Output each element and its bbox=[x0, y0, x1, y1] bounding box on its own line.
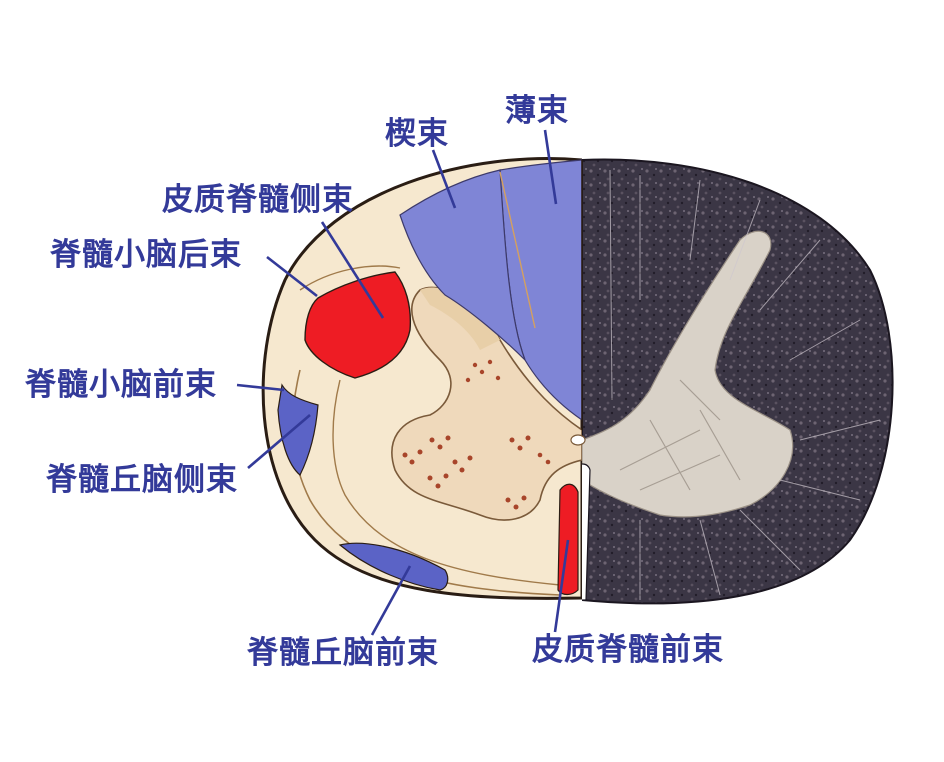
anterior-spinothalamic-tract bbox=[338, 542, 449, 591]
leader-lateral-spinothalamic bbox=[247, 414, 311, 469]
dorsal-horn bbox=[420, 287, 500, 350]
stained-radial-fibers bbox=[609, 169, 881, 600]
lateral-funiculus-boundary-outer bbox=[332, 379, 561, 586]
leader-anterior-spinothalamic bbox=[370, 565, 412, 636]
leader-lines bbox=[236, 129, 570, 636]
cuneate-fasciculus bbox=[399, 169, 526, 361]
label-anterior-spinocerebellar-tract: 脊髓小脑前束 bbox=[25, 367, 217, 403]
stained-half bbox=[582, 158, 894, 605]
leader-wedge bbox=[431, 149, 457, 209]
septum-line bbox=[499, 171, 536, 329]
label-anterior-spinothalamic-tract: 脊髓丘脑前束 bbox=[247, 635, 439, 671]
anterior-median-fissure bbox=[582, 463, 591, 601]
posterior-spinocerebellar-band bbox=[299, 265, 401, 291]
leader-anterior-spinocerebellar bbox=[236, 383, 285, 392]
gray-matter bbox=[391, 286, 582, 521]
label-lateral-spinothalamic-tract: 脊髓丘脑侧束 bbox=[46, 462, 238, 498]
label-posterior-spinocerebellar-tract: 脊髓小脑后束 bbox=[50, 237, 242, 273]
label-gracile-fasciculus: 薄束 bbox=[505, 93, 569, 129]
stained-section bbox=[582, 158, 894, 605]
label-cuneate-fasciculus: 楔束 bbox=[385, 116, 449, 152]
leader-posterior-spinocerebellar bbox=[266, 255, 318, 298]
lateral-corticospinal-tract bbox=[304, 271, 412, 379]
central-canal bbox=[570, 434, 586, 446]
label-anterior-corticospinal-tract: 皮质脊髓前束 bbox=[532, 632, 724, 668]
stained-gray-texture bbox=[619, 379, 741, 491]
anterior-corticospinal-tract bbox=[557, 483, 579, 596]
lateral-spinothalamic-tract bbox=[277, 383, 319, 476]
leader-gracile bbox=[543, 129, 558, 205]
gray-matter-nuclei bbox=[402, 359, 551, 510]
leader-anterior-corticospinal bbox=[553, 539, 570, 633]
stained-gray-matter bbox=[582, 230, 794, 518]
schematic-half bbox=[261, 157, 582, 600]
leader-lateral-corticospinal bbox=[320, 221, 385, 319]
label-lateral-corticospinal-tract: 皮质脊髓侧束 bbox=[162, 182, 354, 218]
